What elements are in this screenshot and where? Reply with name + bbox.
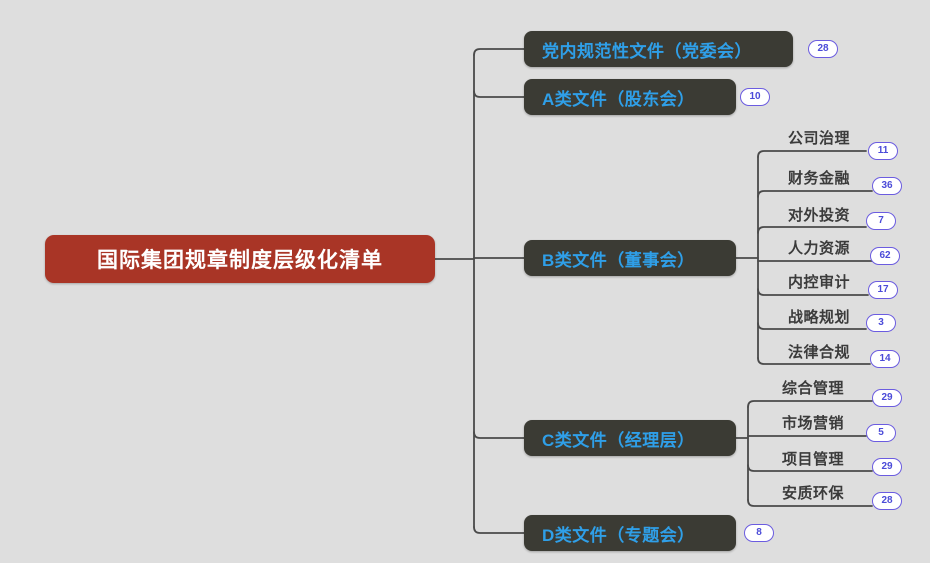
leaf-node-shichangyingxiao[interactable]: 市场营销	[782, 409, 844, 435]
badge-count-duiwaitouzi: 7	[878, 215, 884, 226]
badge-class-a: 10	[740, 88, 770, 106]
branch-label-class-c: C类文件（经理层）	[542, 430, 695, 450]
branch-label-party-docs: 党内规范性文件（党委会）	[542, 41, 752, 61]
badge-count-zongheguanli: 29	[881, 392, 893, 403]
leaf-label-duiwaitouzi: 对外投资	[788, 206, 851, 224]
branch-label-class-d: D类文件（专题会）	[542, 525, 695, 545]
root-node[interactable]: 国际集团规章制度层级化清单	[45, 235, 435, 283]
branch-label-class-a: A类文件（股东会）	[542, 89, 695, 109]
badge-gongsizhili: 11	[868, 142, 898, 160]
connector-to-party-docs	[473, 48, 525, 56]
leaf-label-caiwujinrong: 财务金融	[788, 169, 851, 187]
branch-node-class-d[interactable]: D类文件（专题会）	[524, 515, 736, 551]
badge-count-anzhihuanbao: 28	[881, 495, 893, 506]
badge-falvhegui: 14	[870, 350, 900, 368]
leaf-label-zongheguanli: 综合管理	[782, 379, 845, 397]
leaf-label-renliziyuan: 人力资源	[788, 239, 851, 257]
branch-node-class-c[interactable]: C类文件（经理层）	[524, 420, 736, 456]
badge-count-class-a: 10	[749, 91, 761, 102]
badge-zongheguanli: 29	[872, 389, 902, 407]
leaf-node-duiwaitouzi[interactable]: 对外投资	[788, 201, 850, 227]
leaf-label-neikongshenji: 内控审计	[788, 273, 851, 291]
branch-label-class-b: B类文件（董事会）	[542, 250, 695, 270]
badge-party-docs: 28	[808, 40, 838, 58]
badge-class-d: 8	[744, 524, 774, 542]
leaf-label-falvhegui: 法律合规	[788, 343, 851, 361]
leaf-node-xiangmuguanli[interactable]: 项目管理	[782, 445, 844, 471]
connector-b-child-1	[757, 190, 873, 198]
connector-b-child-0	[757, 150, 867, 158]
leaf-label-xiangmuguanli: 项目管理	[782, 450, 845, 468]
leaf-label-anzhihuanbao: 安质环保	[782, 484, 845, 502]
leaf-label-shichangyingxiao: 市场营销	[782, 414, 845, 432]
badge-zhanlueguihua: 3	[866, 314, 896, 332]
badge-shichangyingxiao: 5	[866, 424, 896, 442]
badge-xiangmuguanli: 29	[872, 458, 902, 476]
badge-anzhihuanbao: 28	[872, 492, 902, 510]
leaf-label-gongsizhili: 公司治理	[788, 129, 851, 147]
leaf-node-zongheguanli[interactable]: 综合管理	[782, 374, 844, 400]
leaf-node-anzhihuanbao[interactable]: 安质环保	[782, 479, 844, 505]
badge-neikongshenji: 17	[868, 281, 898, 299]
leaf-label-zhanlueguihua: 战略规划	[788, 308, 851, 326]
root-node-label: 国际集团规章制度层级化清单	[97, 249, 383, 272]
connector-c-child-0	[747, 400, 873, 408]
leaf-node-gongsizhili[interactable]: 公司治理	[788, 124, 850, 150]
leaf-node-falvhegui[interactable]: 法律合规	[788, 338, 850, 364]
badge-count-falvhegui: 14	[879, 353, 891, 364]
connector-to-class-a	[473, 90, 525, 98]
badge-count-caiwujinrong: 36	[881, 180, 893, 191]
branch-node-class-b[interactable]: B类文件（董事会）	[524, 240, 736, 276]
badge-count-gongsizhili: 11	[877, 145, 889, 156]
badge-count-shichangyingxiao: 5	[878, 427, 884, 438]
badge-count-party-docs: 28	[817, 43, 829, 54]
badge-count-class-d: 8	[756, 527, 762, 538]
badge-count-neikongshenji: 17	[877, 284, 889, 295]
badge-count-renliziyuan: 62	[879, 250, 891, 261]
branch-node-class-a[interactable]: A类文件（股东会）	[524, 79, 736, 115]
badge-count-xiangmuguanli: 29	[881, 461, 893, 472]
badge-count-zhanlueguihua: 3	[878, 317, 884, 328]
connector-to-class-d	[473, 526, 525, 534]
connector-b-child-2	[757, 226, 867, 234]
badge-duiwaitouzi: 7	[866, 212, 896, 230]
leaf-node-neikongshenji[interactable]: 内控审计	[788, 268, 850, 294]
badge-caiwujinrong: 36	[872, 177, 902, 195]
badge-renliziyuan: 62	[870, 247, 900, 265]
leaf-node-zhanlueguihua[interactable]: 战略规划	[788, 303, 850, 329]
connector-to-class-c	[473, 431, 525, 439]
leaf-node-renliziyuan[interactable]: 人力资源	[788, 234, 850, 260]
branch-node-party-docs[interactable]: 党内规范性文件（党委会）	[524, 31, 793, 67]
leaf-node-caiwujinrong[interactable]: 财务金融	[788, 164, 850, 190]
